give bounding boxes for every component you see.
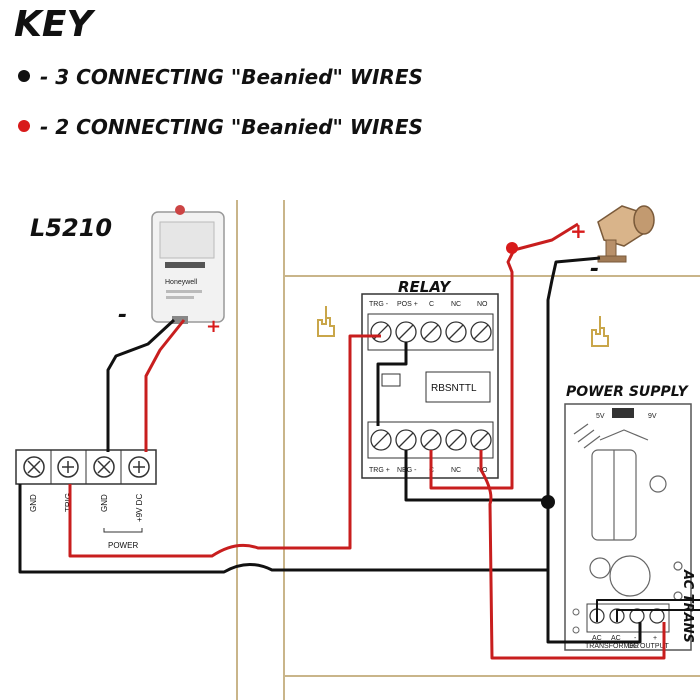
fist-icon — [591, 316, 609, 347]
wire-red-transformer-9vdc — [144, 319, 186, 452]
wire-black-gnd-bus — [18, 484, 550, 574]
ps-caption-transformer: TRANSFORMER — [585, 643, 639, 650]
relay-top-label-4: NO — [477, 301, 488, 308]
key-title: KEY — [14, 4, 96, 45]
transformer-minus: - — [118, 303, 127, 328]
svg-text:5V: 5V — [596, 413, 605, 420]
strip-label-gnd: GND — [29, 494, 38, 512]
relay-top-label-3: NC — [451, 301, 461, 308]
ps-terminal-ac1: AC — [592, 635, 602, 642]
red-dot-icon — [18, 120, 30, 132]
relay-bottom-label-0: TRG + — [369, 467, 390, 474]
ps-caption-dc-output: DC OUTPUT — [628, 643, 670, 650]
relay-board: TRG - POS + C NC NO RBSNTTL TRG + NEG - … — [361, 293, 499, 479]
wire-red-trig — [68, 334, 381, 558]
transformer-label: L5210 — [30, 214, 112, 242]
strip-power-label: POWER — [108, 541, 138, 550]
terminal-strip: GND TRIG GND +9V DC POWER — [15, 449, 157, 550]
strip-label-gnd2: GND — [100, 494, 109, 512]
relay-part-number: RBSNTTL — [431, 383, 477, 394]
svg-text:9V: 9V — [648, 413, 657, 420]
wire-black-relay-neg — [404, 450, 548, 502]
key-red-entry: - 2 CONNECTING "Beanied" WIRES — [40, 115, 423, 139]
wall-framing — [236, 200, 700, 700]
fist-icon — [317, 306, 335, 337]
wire-ac-1 — [596, 599, 700, 622]
transformer-plus: + — [206, 316, 221, 337]
relay-top-label-0: TRG - — [369, 301, 389, 308]
ps-terminal-pos: + — [653, 635, 657, 642]
key-black-entry: - 3 CONNECTING "Beanied" WIRES — [40, 65, 423, 89]
siren-minus: - — [590, 257, 599, 282]
relay-top-label-1: POS + — [397, 301, 418, 308]
plug-in-transformer: Honeywell — [151, 205, 225, 324]
wire-ac-2 — [616, 609, 700, 622]
ps-terminal-neg: - — [634, 635, 637, 642]
screw-terminal-icon — [57, 456, 79, 478]
siren-icon — [597, 205, 655, 263]
wire-red-ps-positive — [479, 450, 666, 660]
wire-black-siren-negative — [546, 256, 642, 644]
wires — [18, 222, 700, 660]
screw-terminal-icon — [23, 456, 45, 478]
power-supply-board: 5V 9V AC AC - + TRANSFORMER DC OUTPUT — [564, 403, 692, 651]
black-junction-dot — [541, 495, 555, 509]
black-dot-icon — [18, 70, 30, 82]
wire-black-relay-pos — [376, 342, 408, 426]
screw-terminal-icon — [128, 456, 150, 478]
relay-title: RELAY — [398, 278, 452, 296]
transformer-brand: Honeywell — [165, 279, 198, 286]
relay-bottom-label-3: NC — [451, 467, 461, 474]
wire-red-relay-common — [429, 222, 579, 490]
ps-terminal-ac2: AC — [611, 635, 621, 642]
relay-top-label-2: C — [429, 301, 434, 308]
ac-trans-label: AC TRANS — [680, 569, 695, 643]
indicator-icon — [175, 205, 185, 215]
wire-black-transformer-gnd — [106, 318, 176, 452]
strip-label-9vdc: +9V DC — [135, 494, 144, 522]
screw-terminal-icon — [93, 456, 115, 478]
red-junction-dot — [506, 242, 518, 254]
power-supply-title: POWER SUPPLY — [566, 384, 690, 400]
siren-plus: + — [570, 219, 587, 243]
